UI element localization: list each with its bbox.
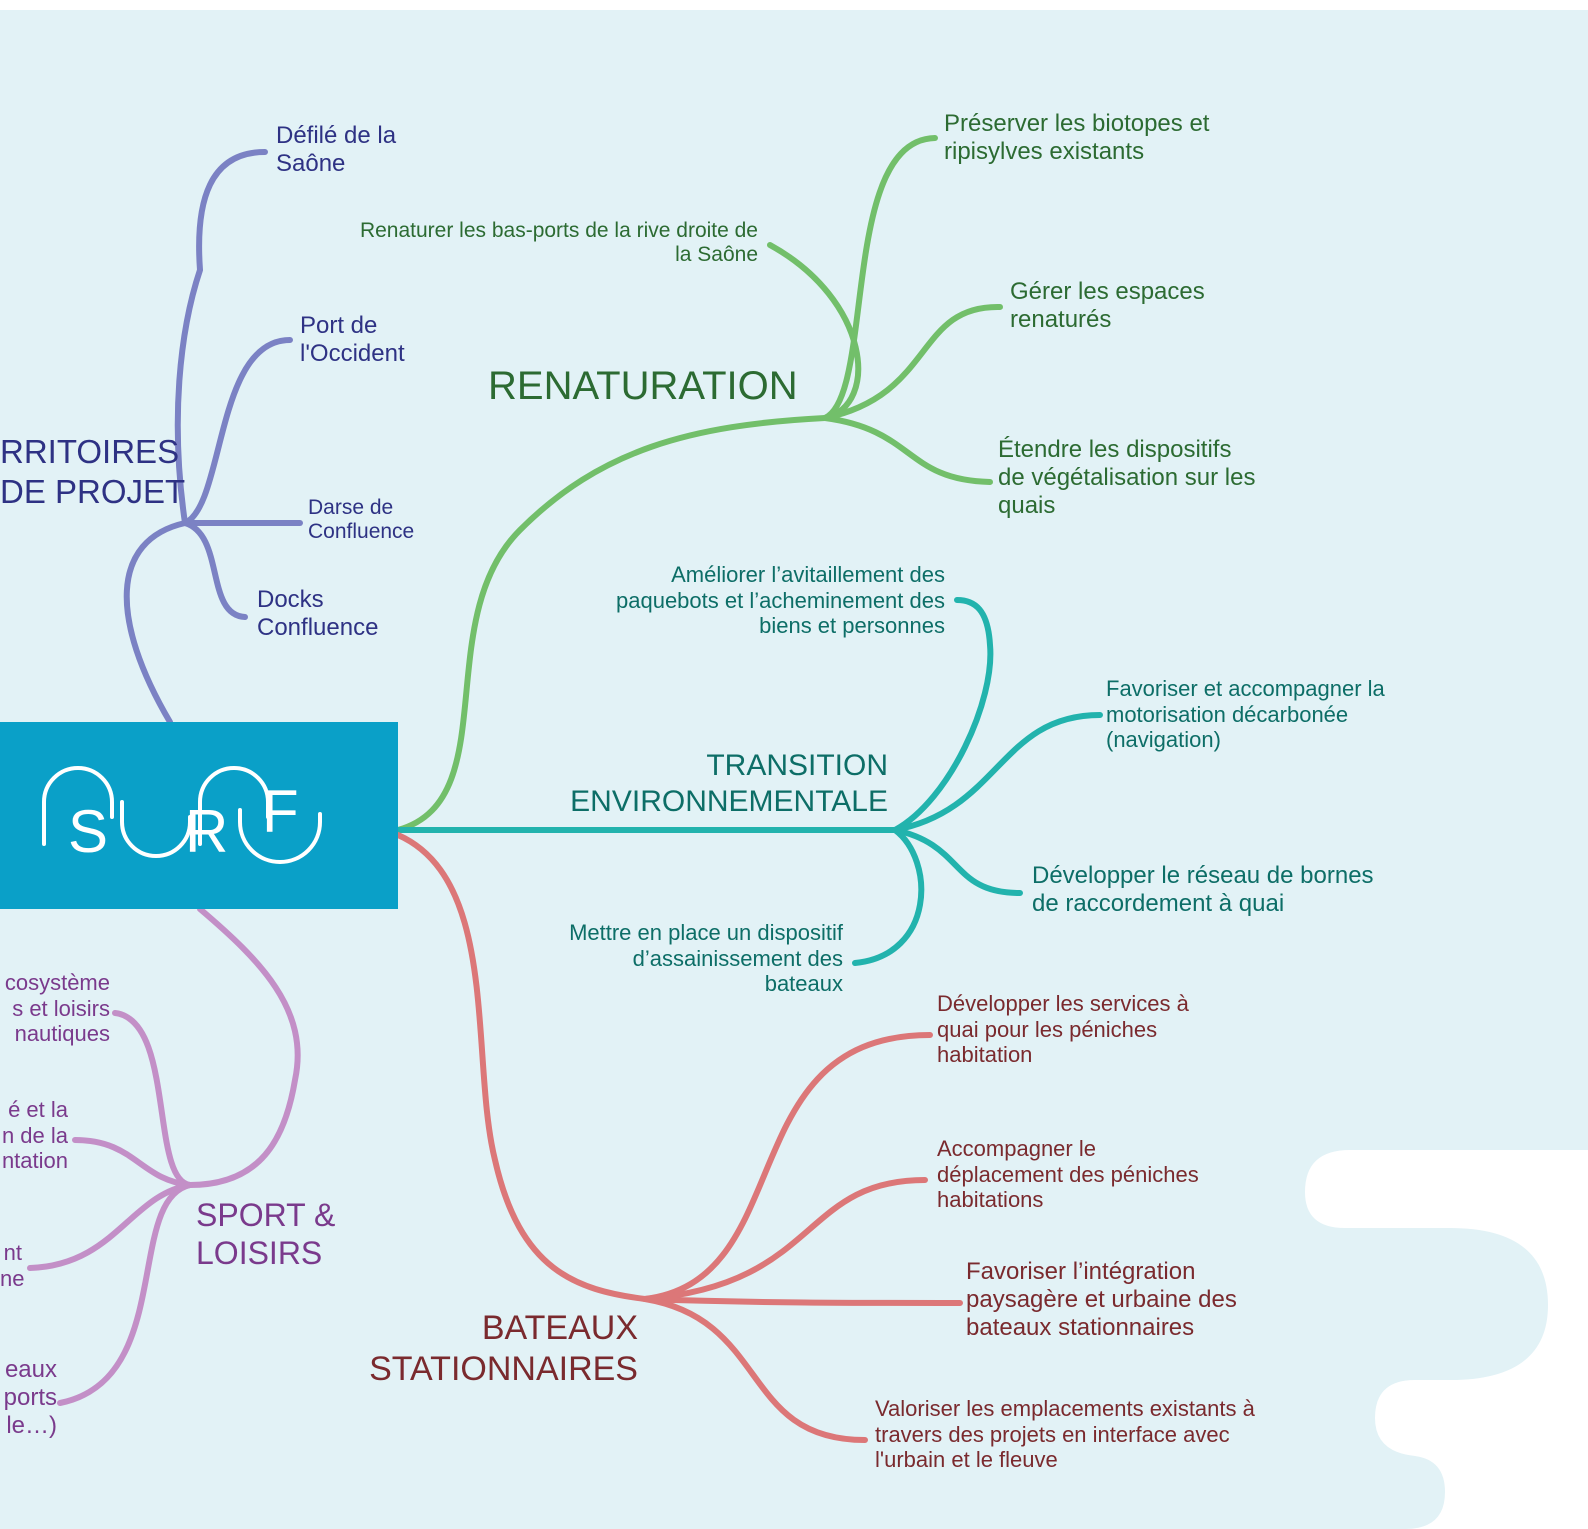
sport-item-bateaux: eaux ports le…) bbox=[3, 1356, 57, 1439]
transition-item-motorisation: Favoriser et accompagner la motorisation… bbox=[1106, 676, 1385, 753]
bateaux-item-deplacement: Accompagner le déplacement des péniches … bbox=[937, 1136, 1199, 1213]
sport-item-evenement: nt ne bbox=[0, 1240, 25, 1291]
surf-logo-icon: S U R F bbox=[42, 766, 322, 865]
bateaux-title: BATEAUX STATIONNAIRES bbox=[369, 1309, 638, 1388]
renaturation-item-etendre: Étendre les dispositifs de végétalisatio… bbox=[998, 436, 1256, 519]
renaturation-connectors bbox=[395, 135, 1003, 833]
bateaux-item-valoriser: Valoriser les emplacements existants à t… bbox=[875, 1396, 1255, 1473]
bateaux-item-services: Développer les services à quai pour les … bbox=[937, 991, 1189, 1068]
territoires-item-darse: Darse de Confluence bbox=[308, 496, 415, 544]
logo-letter-f: F bbox=[262, 778, 299, 845]
territoires-connectors bbox=[123, 149, 303, 725]
renaturation-item-gerer: Gérer les espaces renaturés bbox=[1010, 278, 1205, 333]
bateaux-connectors bbox=[395, 832, 963, 1443]
sport-title: SPORT & LOISIRS bbox=[196, 1197, 336, 1272]
transition-connectors bbox=[395, 597, 1103, 966]
logo-letter-r: R bbox=[185, 798, 228, 865]
sport-connectors bbox=[27, 906, 301, 1406]
transition-item-avitaillement: Améliorer l’avitaillement des paquebots … bbox=[616, 562, 945, 639]
territoires-item-port: Port de l'Occident bbox=[300, 312, 405, 367]
territoires-item-docks: Docks Confluence bbox=[257, 586, 379, 641]
sport-item-pratique: é et la n de la ntation bbox=[1, 1097, 68, 1174]
surf-logo-box: S U R F bbox=[0, 722, 398, 909]
territoires-item-defile: Défilé de la Saône bbox=[276, 122, 397, 177]
transition-item-bornes: Développer le réseau de bornes de raccor… bbox=[1032, 862, 1374, 917]
logo-letter-s: S bbox=[68, 798, 108, 865]
renaturation-title: RENATURATION bbox=[488, 364, 798, 408]
bateaux-item-integration: Favoriser l’intégration paysagère et urb… bbox=[966, 1258, 1237, 1341]
background-shape bbox=[0, 10, 1588, 1529]
transition-item-assainissement: Mettre en place un dispositif d’assainis… bbox=[569, 920, 843, 997]
renaturation-item-preserver: Préserver les biotopes et ripisylves exi… bbox=[944, 110, 1210, 165]
territoires-title: RRITOIRES DE PROJET bbox=[0, 433, 186, 510]
sport-item-ecosysteme: cosystème s et loisirs nautiques bbox=[4, 970, 110, 1047]
transition-title: TRANSITION ENVIRONNEMENTALE bbox=[570, 749, 888, 818]
renaturation-item-renaturer: Renaturer les bas-ports de la rive droit… bbox=[359, 219, 758, 267]
